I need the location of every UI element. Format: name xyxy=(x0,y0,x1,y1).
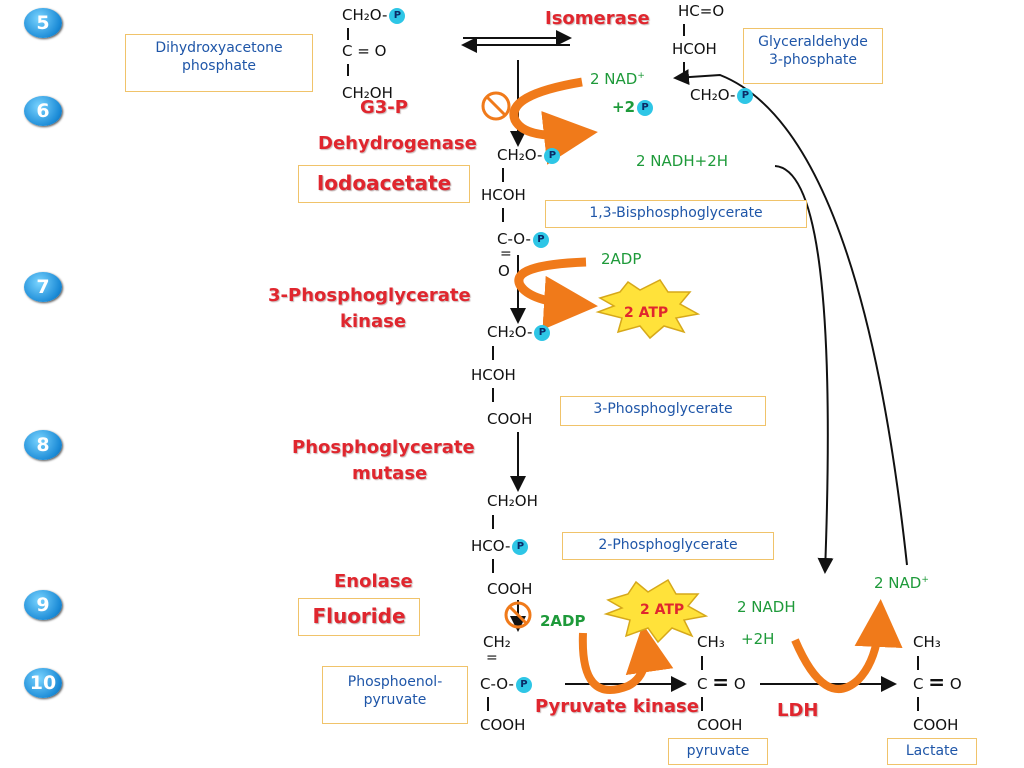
pg2-name-box: 2-Phosphoglycerate xyxy=(562,532,774,560)
bpg-line2: HCOH xyxy=(481,186,526,204)
bpg-line4: O xyxy=(498,262,510,280)
lactate-line2: C = O xyxy=(913,670,962,694)
step-number-8: 8 xyxy=(24,430,62,460)
cofactor-adp-7: 2ADP xyxy=(601,250,642,268)
lactate-name-box: Lactate xyxy=(887,738,977,765)
cofactor-atp-10: 2 ATP xyxy=(640,602,685,618)
curved-arrow-step7 xyxy=(514,257,598,330)
nadh-to-ldh-arrow xyxy=(774,165,834,574)
enzyme-pgm-line2: mutase xyxy=(352,463,428,484)
enzyme-pyruvate-kinase: Pyruvate kinase xyxy=(535,696,699,717)
dhap-line1: CH₂O-P xyxy=(342,6,406,24)
pyruvate-line1: CH₃ xyxy=(697,633,725,651)
bpg-line3: C-O-P xyxy=(497,230,549,248)
enzyme-enolase: Enolase xyxy=(334,571,413,592)
pyruvate-line3: COOH xyxy=(697,716,743,734)
cofactor-adp-10: 2ADP xyxy=(540,612,586,630)
curved-arrow-ldh xyxy=(791,599,903,693)
step-number-6: 6 xyxy=(24,96,62,126)
bpg-double-bond: = xyxy=(500,246,512,262)
pg3-line2: HCOH xyxy=(471,366,516,384)
curved-arrow-step10 xyxy=(578,624,674,694)
pep-line2: C-O-P xyxy=(480,675,532,693)
enzyme-isomerase: Isomerase xyxy=(545,8,650,29)
pyruvate-line2: C = O xyxy=(697,670,746,694)
pyruvate-name-box: pyruvate xyxy=(668,738,768,765)
pep-line1: CH₂ xyxy=(483,633,511,651)
enzyme-ldh: LDH xyxy=(777,700,819,721)
step-number-7: 7 xyxy=(24,272,62,302)
pep-line3: COOH xyxy=(480,716,526,734)
pg2-line2: HCO-P xyxy=(471,537,529,555)
cofactor-h-10: +2H xyxy=(741,630,775,648)
bpg-line1: CH₂O-P xyxy=(497,146,561,164)
enzyme-pgk-line1: 3-Phosphoglycerate xyxy=(268,285,471,306)
step-number-10: 10 xyxy=(24,668,62,698)
cofactor-nad-10: 2 NAD+ xyxy=(874,574,929,592)
cofactor-nadh-10: 2 NADH xyxy=(737,598,796,616)
pg2-line3: COOH xyxy=(487,580,533,598)
enzyme-pgm-line1: Phosphoglycerate xyxy=(292,437,475,458)
inhibition-symbol-6 xyxy=(481,91,511,121)
dhap-line2: C = O xyxy=(342,42,387,60)
pep-double-bond: = xyxy=(486,650,498,666)
atp-burst-10 xyxy=(603,578,709,644)
pep-name-box: Phosphoenol-pyruvate xyxy=(322,666,468,724)
pg3-line3: COOH xyxy=(487,410,533,428)
curved-arrow-step6 xyxy=(509,77,598,165)
inhibition-symbol-9 xyxy=(504,601,532,629)
g3p-line3: CH₂O-P xyxy=(690,86,754,104)
g3p-line2: HCOH xyxy=(672,40,717,58)
pg3-name-box: 3-Phosphoglycerate xyxy=(560,396,766,426)
inhibitor-iodoacetate: Iodoacetate xyxy=(298,165,470,203)
pg2-line1: CH₂OH xyxy=(487,492,538,510)
lactate-line3: COOH xyxy=(913,716,959,734)
cofactor-nad-top: 2 NAD+ xyxy=(590,70,645,88)
bpg-name-box: 1,3-Bisphosphoglycerate xyxy=(545,200,807,228)
g3p-name-box: Glyceraldehyde 3-phosphate xyxy=(743,28,883,84)
g3p-line1: HC=O xyxy=(678,2,725,20)
enzyme-g3pdh-line2: Dehydrogenase xyxy=(318,133,477,154)
nad-return-arrow xyxy=(673,69,908,566)
pg3-line1: CH₂O-P xyxy=(487,323,551,341)
step-number-9: 9 xyxy=(24,590,62,620)
step-number-5: 5 xyxy=(24,8,62,38)
inhibitor-fluoride: Fluoride xyxy=(298,598,420,636)
cofactor-atp-7: 2 ATP xyxy=(624,305,669,321)
dhap-line3: CH₂OH xyxy=(342,84,393,102)
lactate-line1: CH₃ xyxy=(913,633,941,651)
enzyme-pgk-line2: kinase xyxy=(340,311,407,332)
atp-burst-7 xyxy=(595,279,701,340)
enzyme-g3pdh-line1: G3-P xyxy=(360,97,408,118)
cofactor-nadh-top: 2 NADH+2H xyxy=(636,152,729,170)
dhap-name-box: Dihydroxyacetone phosphate xyxy=(125,34,313,92)
